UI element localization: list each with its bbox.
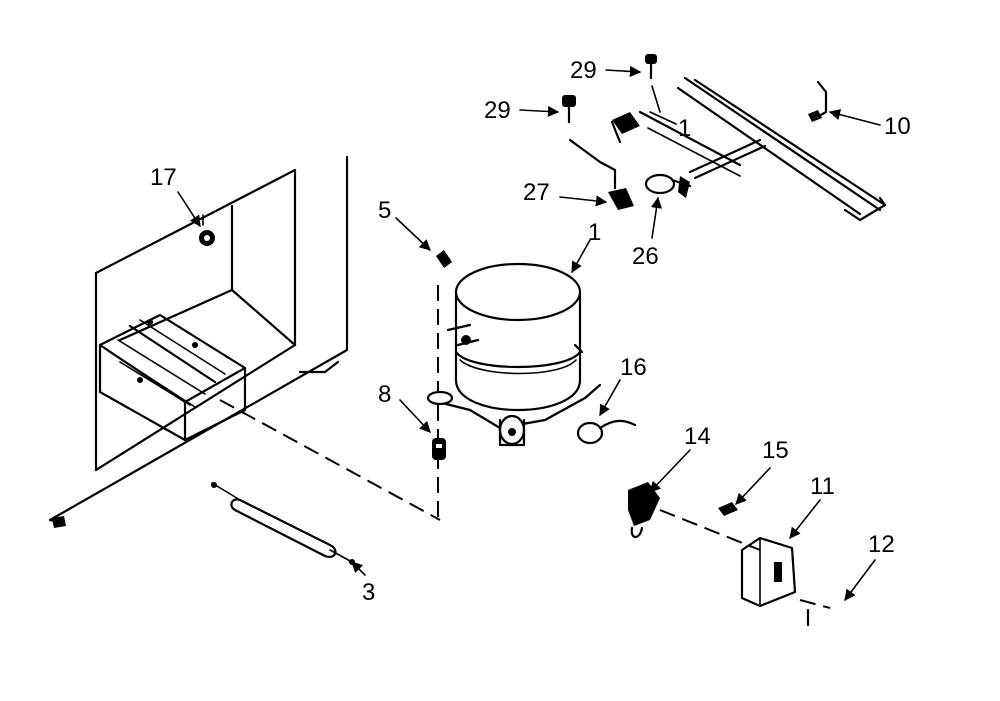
part-16-overload	[576, 419, 637, 445]
label-26: 26	[632, 243, 659, 270]
label-10: 10	[884, 113, 911, 140]
label-29-mid: 29	[484, 97, 511, 124]
label-5: 5	[378, 197, 391, 224]
tubing-assembly	[562, 54, 887, 222]
label-17: 17	[150, 164, 177, 191]
label-29-top: 29	[570, 57, 597, 84]
label-27: 27	[523, 179, 550, 206]
leaders	[177, 65, 881, 601]
part-14-relay	[628, 482, 660, 539]
compressor	[426, 262, 602, 447]
label-3: 3	[362, 579, 375, 606]
cabinet	[48, 155, 349, 528]
part-5-bolt	[436, 250, 452, 268]
label-8: 8	[378, 381, 391, 408]
label-11: 11	[810, 473, 835, 500]
part-3-drier	[211, 482, 355, 565]
label-1-compressor: 1	[588, 219, 601, 246]
label-1-plug: 1	[678, 115, 691, 142]
part-8-grommet	[432, 438, 446, 460]
part-11-cover	[740, 536, 797, 608]
label-14: 14	[684, 423, 711, 450]
label-12: 12	[868, 531, 895, 558]
label-16: 16	[620, 354, 647, 381]
part-15-clip	[718, 502, 738, 516]
label-15: 15	[762, 437, 789, 464]
